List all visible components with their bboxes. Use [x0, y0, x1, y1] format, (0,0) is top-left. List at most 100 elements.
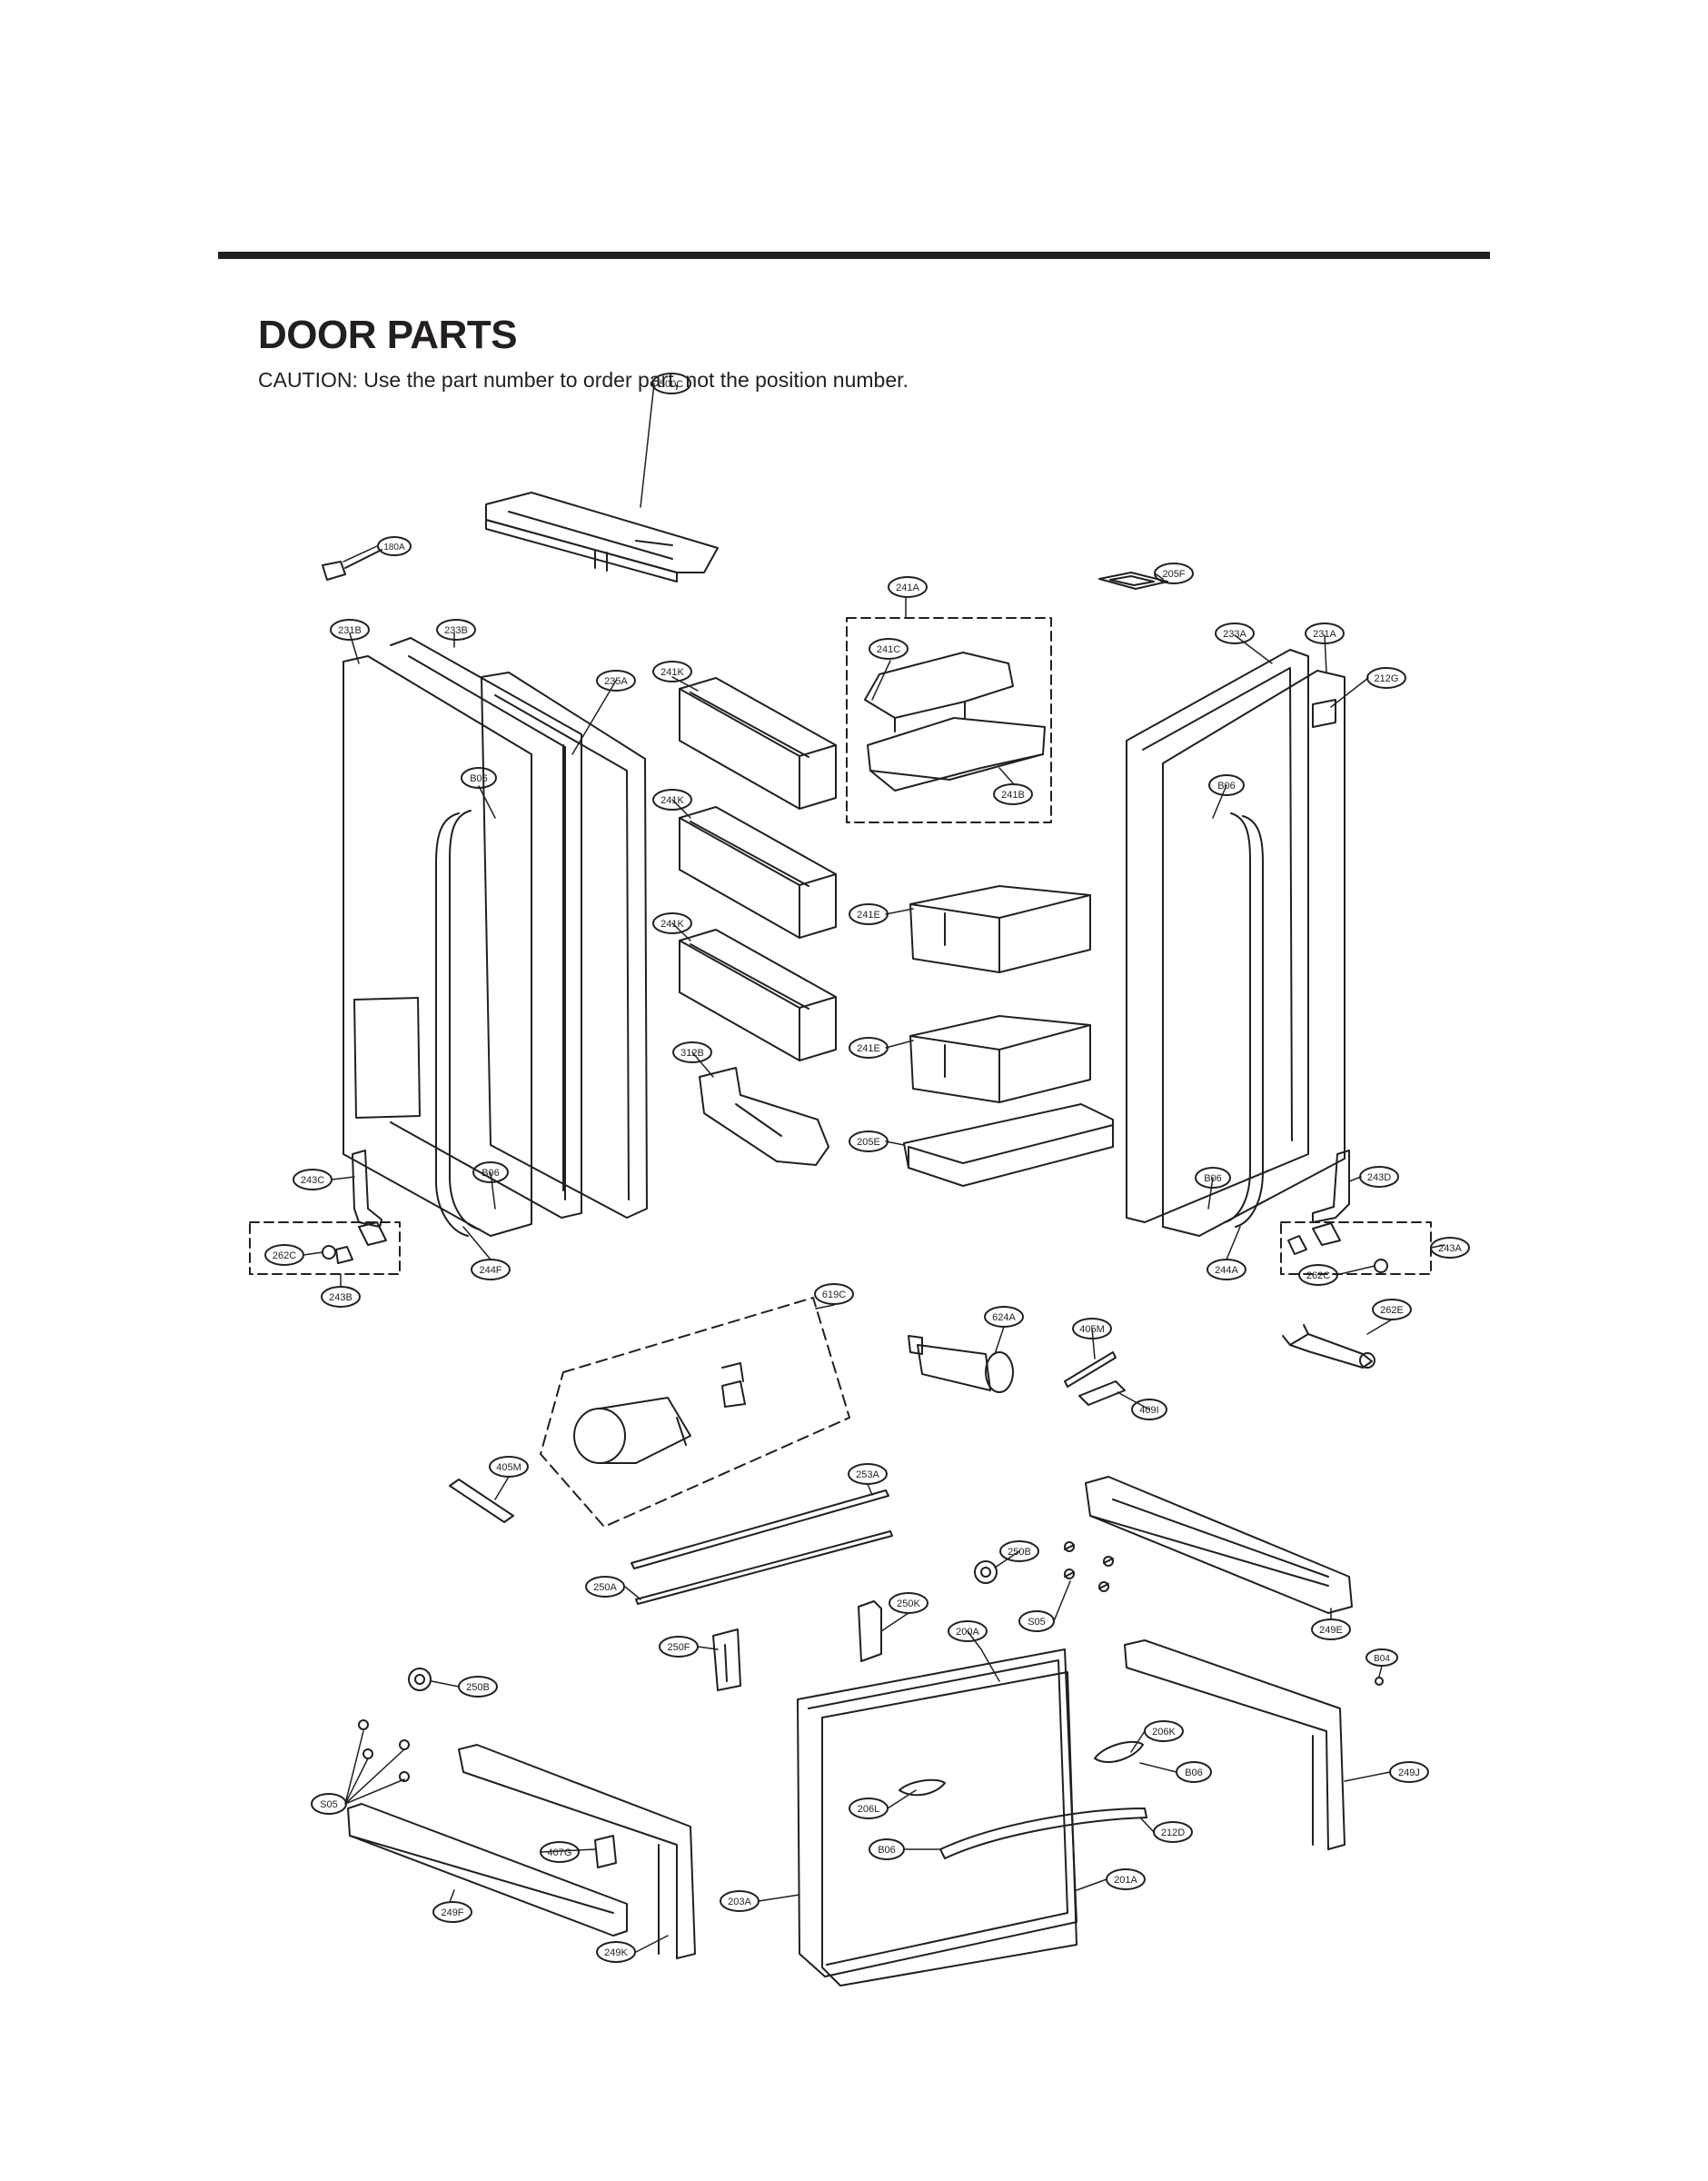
part-s05-screws-left [358, 1719, 410, 1782]
part-250b-gear-left [408, 1668, 432, 1691]
group-243b-box [249, 1221, 401, 1275]
part-253a-rail [631, 1489, 889, 1569]
callout: 250K [889, 1592, 928, 1614]
callout: 249K [596, 1941, 636, 1963]
part-b04-screw [1375, 1677, 1384, 1686]
callout: 244A [1207, 1259, 1246, 1280]
callout-label: 233B [444, 625, 468, 636]
callout-label: 405M [496, 1462, 521, 1473]
callout-label: 250F [667, 1642, 690, 1653]
callout: 244F [471, 1259, 511, 1280]
callout-label: 241E [857, 910, 880, 921]
callout-label: 212D [1161, 1827, 1185, 1838]
callout: 262C [264, 1244, 304, 1266]
part-250f-bracket [712, 1628, 741, 1691]
callout-label: 243C [301, 1175, 324, 1186]
callout: 243A [1430, 1237, 1470, 1259]
callout-label: B06 [1185, 1768, 1203, 1778]
callout-label: 241B [1001, 790, 1025, 801]
callout-label: B06 [470, 773, 488, 784]
callout: B04 [1365, 1648, 1398, 1667]
part-500c-cover [485, 492, 719, 583]
callout-label: 205E [857, 1137, 880, 1148]
callout: 212G [1366, 667, 1406, 689]
part-250k-cover [858, 1600, 882, 1662]
part-243d-hinge [1312, 1150, 1350, 1223]
callout-label: 250K [897, 1598, 920, 1609]
callout-label: S05 [320, 1799, 338, 1810]
callout: 250F [659, 1636, 699, 1658]
leader-lines [303, 383, 1445, 1953]
callout-label: 262E [1380, 1305, 1404, 1316]
callout: 243C [293, 1169, 333, 1190]
callout-label: 250A [593, 1582, 617, 1593]
callout: 241K [652, 789, 692, 811]
callout: 249F [432, 1901, 472, 1923]
callout-label: 241K [660, 919, 684, 930]
callout-label: 206K [1152, 1727, 1176, 1738]
part-s05-screws-right [1064, 1541, 1114, 1592]
callout: 231A [1305, 622, 1345, 644]
part-241e-bin-1 [909, 885, 1091, 973]
callout-label: 619C [822, 1290, 846, 1300]
part-405m-strip-right [1064, 1351, 1117, 1388]
callout: 241B [993, 783, 1033, 805]
callout-label: 312B [680, 1048, 704, 1059]
part-405m-strip-left [449, 1479, 514, 1523]
callout: 200A [948, 1620, 988, 1642]
callout: S05 [1018, 1610, 1055, 1632]
group-619c-box [540, 1297, 850, 1528]
callout-label: 212G [1375, 673, 1399, 684]
callout-label: 206L [858, 1804, 879, 1815]
caution-note: CAUTION: Use the part number to order pa… [258, 368, 909, 392]
callout: 241A [888, 576, 928, 598]
callout: 250A [585, 1576, 625, 1598]
callout: 249E [1311, 1618, 1351, 1640]
callout-label: 243A [1438, 1243, 1462, 1254]
part-180a-clip [322, 549, 382, 581]
callout: 241E [849, 903, 889, 925]
part-233a-right-gasket [1126, 649, 1309, 1223]
part-231b-left-door [343, 655, 532, 1237]
callout: 405M [1072, 1318, 1112, 1339]
callout: 250B [458, 1676, 498, 1698]
part-235a-left-liner [481, 672, 648, 1219]
callout-label: 243B [329, 1292, 353, 1303]
part-206l-endcap [899, 1778, 946, 1797]
callout-label: 231A [1313, 629, 1336, 640]
callout-label: 203A [728, 1897, 751, 1907]
callout-label: 249J [1398, 1768, 1420, 1778]
part-624a-valve [908, 1335, 1014, 1393]
part-241k-bin-3 [679, 929, 837, 1061]
callout-label: 231B [338, 625, 362, 636]
callout: 203A [720, 1890, 760, 1912]
part-201a-drawer-front [821, 1671, 1077, 1987]
callout-label: B06 [878, 1845, 896, 1856]
callout-label: 262C [273, 1250, 296, 1261]
part-241b-bin [867, 717, 1046, 792]
part-262c-nut-left [322, 1221, 387, 1264]
callout-label: B06 [1204, 1173, 1222, 1184]
callout: 212D [1153, 1821, 1193, 1843]
callout: 262C [1298, 1264, 1338, 1286]
callout: 241C [869, 638, 909, 660]
callout-label: 250B [466, 1682, 490, 1693]
callout-label: 405M [1079, 1324, 1105, 1335]
callout: 235A [596, 670, 636, 692]
part-241k-bin-1 [679, 677, 837, 810]
callout: 243B [321, 1286, 361, 1308]
part-206k-endcap [1094, 1740, 1144, 1763]
callout: 206L [849, 1798, 889, 1819]
callout: 231B [330, 619, 370, 641]
callout: 201A [1106, 1868, 1146, 1890]
part-241e-bin-2 [909, 1015, 1091, 1103]
callout-label: 200A [956, 1627, 979, 1638]
callout: B06 [1176, 1761, 1212, 1783]
part-619c-motor [573, 1362, 746, 1464]
callout: 405M [489, 1456, 529, 1478]
callout: S05 [311, 1793, 347, 1815]
callout-label: 201A [1114, 1875, 1137, 1886]
part-249k-bracket-left [458, 1744, 696, 1959]
part-212d-handle [939, 1808, 1147, 1859]
